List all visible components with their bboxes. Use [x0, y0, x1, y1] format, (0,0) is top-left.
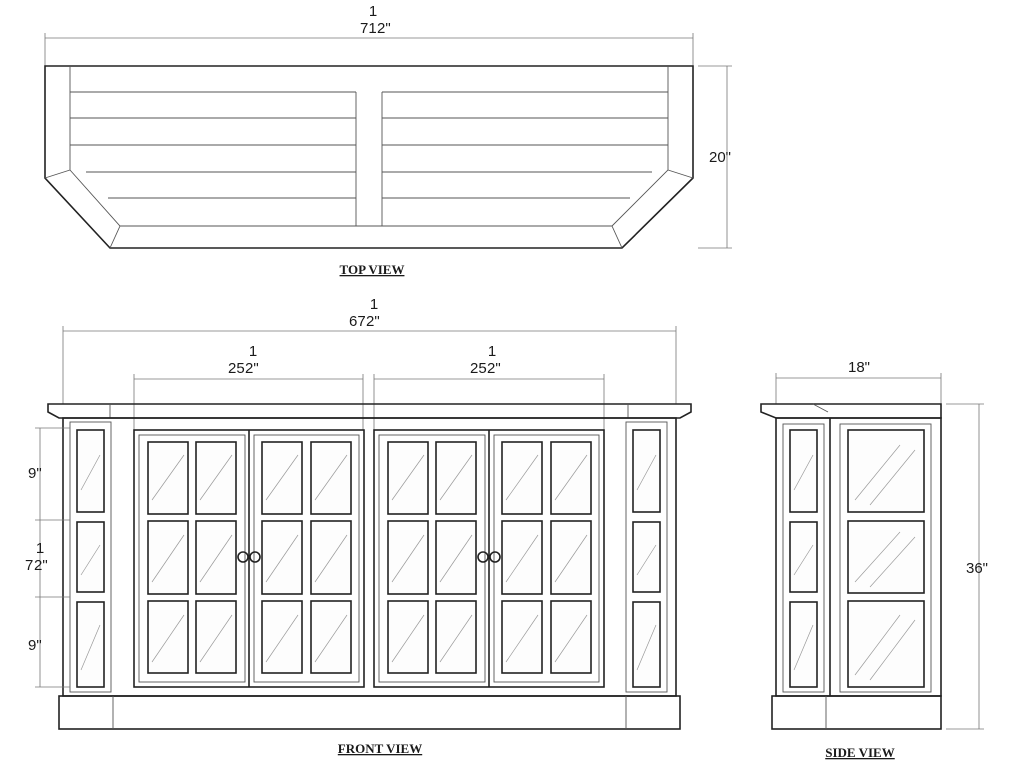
front-overall-fraction-num: 1 — [370, 296, 378, 313]
front-middle-panel-rest: 2" — [34, 557, 48, 574]
front-right-door-whole: 25 — [470, 360, 487, 377]
front-lower-panel-label: 9" — [28, 637, 42, 654]
front-left-door-rest: 2" — [245, 360, 259, 377]
top-corner-right-bottom — [611, 225, 623, 249]
side-cornice — [760, 403, 942, 419]
side-cornice-step — [812, 403, 829, 413]
side-plinth — [771, 695, 942, 730]
top-corner-left — [44, 169, 71, 179]
top-width-rest: 2" — [377, 20, 391, 37]
front-right-column — [625, 421, 668, 693]
top-view-title: TOP VIEW — [340, 262, 405, 277]
front-overall-rest: 2" — [366, 313, 380, 330]
front-cornice — [47, 403, 692, 419]
front-upper-panel-label: 9" — [28, 465, 42, 482]
front-middle-panel-fraction-num: 1 — [36, 540, 44, 557]
knob-icon — [237, 551, 249, 563]
front-left-door-pair — [133, 429, 365, 688]
top-width-fraction-num: 1 — [369, 3, 377, 20]
side-front-column — [782, 423, 825, 693]
front-overall-whole: 67 — [349, 313, 366, 330]
front-right-door-pair — [373, 429, 605, 688]
front-left-door-fraction-num: 1 — [249, 343, 257, 360]
front-middle-panel-whole: 7 — [25, 557, 33, 574]
knob-icon — [477, 551, 489, 563]
knob-icon — [249, 551, 261, 563]
front-height-dimensions — [35, 427, 70, 688]
knob-icon — [489, 551, 501, 563]
top-corner-left-bottom — [109, 225, 121, 249]
top-inner-trim — [69, 66, 669, 227]
front-left-column — [69, 421, 112, 693]
top-depth-label: 20" — [709, 149, 731, 166]
side-view: 18" — [760, 359, 988, 760]
front-right-door-fraction-num: 1 — [488, 343, 496, 360]
top-width-whole: 71 — [360, 20, 377, 37]
top-planks — [70, 91, 668, 226]
front-left-door-whole: 25 — [228, 360, 245, 377]
side-glass-panel — [839, 423, 932, 693]
top-outline — [44, 65, 694, 249]
side-view-title: SIDE VIEW — [825, 745, 894, 760]
front-plinth — [58, 695, 681, 730]
front-view-title: FRONT VIEW — [338, 741, 422, 756]
side-height-label: 36" — [966, 560, 988, 577]
top-corner-right — [667, 169, 694, 179]
top-view: 1 71 2" 20" TOP VIEW — [44, 3, 732, 277]
front-right-door-rest: 2" — [487, 360, 501, 377]
side-depth-label: 18" — [848, 359, 870, 376]
front-view: 1 67 2" 1 25 2" 1 25 2" — [25, 296, 692, 756]
